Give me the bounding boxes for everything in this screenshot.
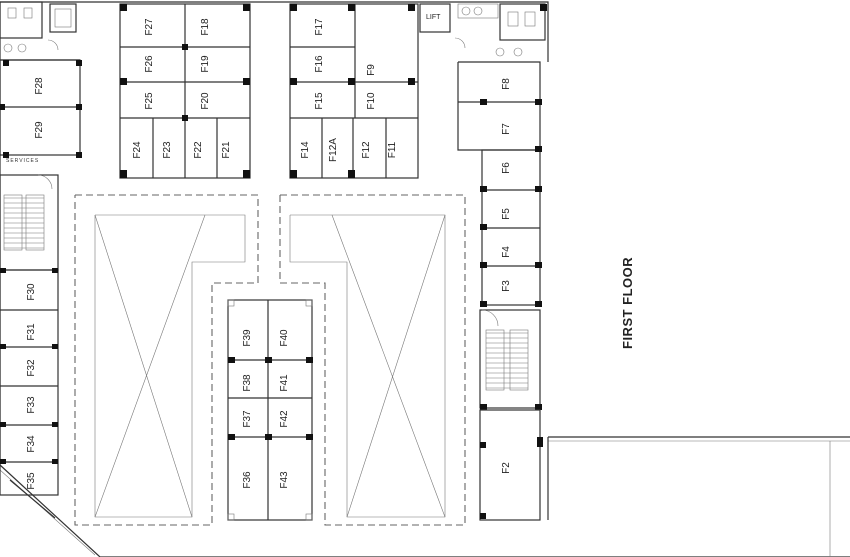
unit-label-f42: F42 bbox=[279, 410, 290, 428]
unit-label-f3: F3 bbox=[501, 280, 512, 292]
unit-label-f31: F31 bbox=[26, 323, 37, 341]
unit-label-f19: F19 bbox=[200, 55, 211, 73]
block-b bbox=[289, 3, 419, 179]
right-column-units bbox=[457, 61, 542, 307]
unit-label-f32: F32 bbox=[26, 359, 37, 377]
unit-label-f25: F25 bbox=[144, 92, 155, 110]
unit-label-f26: F26 bbox=[144, 55, 155, 73]
unit-label-f8: F8 bbox=[501, 78, 512, 90]
lift-label: LIFT bbox=[426, 14, 441, 21]
void-right bbox=[289, 214, 446, 518]
unit-label-f2: F2 bbox=[501, 462, 512, 474]
unit-label-f27: F27 bbox=[144, 18, 155, 36]
unit-label-f21: F21 bbox=[221, 141, 232, 159]
block-a bbox=[119, 3, 251, 179]
right-staircase bbox=[479, 309, 542, 410]
unit-label-f4: F4 bbox=[501, 246, 512, 258]
unit-label-f15: F15 bbox=[314, 92, 325, 110]
unit-label-f12: F12 bbox=[361, 141, 372, 159]
unit-label-f30: F30 bbox=[26, 283, 37, 301]
unit-label-f40: F40 bbox=[279, 329, 290, 347]
left-column-units bbox=[0, 268, 59, 519]
unit-label-f14: F14 bbox=[300, 141, 311, 159]
atrium-outline-right bbox=[279, 194, 466, 526]
unit-label-f11: F11 bbox=[387, 141, 398, 158]
lift-core bbox=[419, 3, 466, 49]
unit-label-f23: F23 bbox=[162, 141, 173, 159]
unit-label-f39: F39 bbox=[242, 329, 253, 347]
services-label: SERVICES bbox=[6, 158, 39, 164]
center-island bbox=[227, 299, 313, 521]
unit-label-f36: F36 bbox=[242, 471, 253, 489]
f2-block bbox=[479, 409, 543, 521]
left-staircase bbox=[0, 174, 59, 271]
unit-label-f18: F18 bbox=[200, 18, 211, 36]
floor-title: FIRST FLOOR bbox=[620, 257, 635, 349]
unit-label-f41: F41 bbox=[279, 374, 290, 392]
unit-label-f16: F16 bbox=[314, 55, 325, 73]
unit-label-f17: F17 bbox=[314, 18, 325, 36]
unit-label-f29: F29 bbox=[34, 121, 45, 139]
unit-label-f7: F7 bbox=[501, 123, 512, 135]
unit-label-f28: F28 bbox=[34, 77, 45, 95]
unit-label-f22: F22 bbox=[193, 141, 204, 159]
unit-label-f33: F33 bbox=[26, 396, 37, 414]
unit-label-f12a: F12A bbox=[328, 138, 339, 162]
unit-label-f10: F10 bbox=[366, 92, 377, 110]
unit-label-f34: F34 bbox=[26, 435, 37, 453]
unit-label-f43: F43 bbox=[279, 471, 290, 489]
unit-label-f35: F35 bbox=[26, 472, 37, 490]
unit-label-f24: F24 bbox=[132, 141, 143, 159]
void-left bbox=[94, 214, 246, 518]
toilet-block-right bbox=[457, 3, 547, 57]
unit-label-f5: F5 bbox=[501, 208, 512, 220]
unit-label-f37: F37 bbox=[242, 410, 253, 428]
left-block-upper bbox=[0, 59, 82, 158]
unit-label-f38: F38 bbox=[242, 374, 253, 392]
atrium-outline-left bbox=[74, 194, 259, 526]
toilet-block-left bbox=[0, 1, 80, 61]
unit-label-f9: F9 bbox=[366, 64, 377, 76]
unit-label-f20: F20 bbox=[200, 92, 211, 110]
unit-label-f6: F6 bbox=[501, 162, 512, 174]
